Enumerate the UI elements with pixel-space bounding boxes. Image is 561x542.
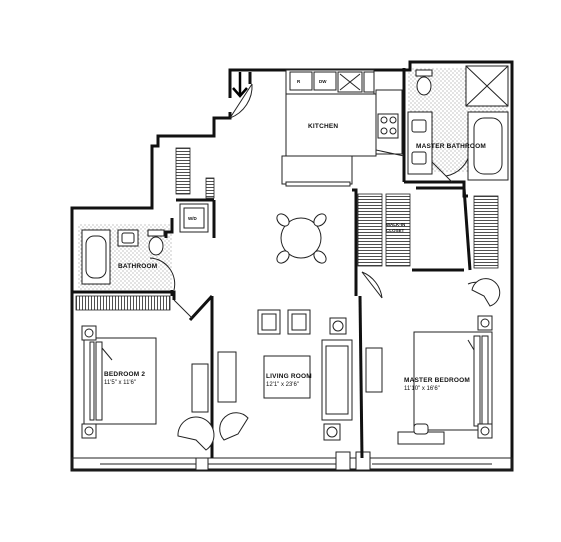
refrigerator-label: R	[297, 79, 301, 84]
dishwasher	[313, 71, 337, 91]
walkin-closet-label-2: CLOSET	[386, 228, 405, 233]
dining-table	[276, 213, 327, 264]
kitchen-island	[281, 155, 353, 185]
chair-right	[287, 309, 311, 335]
down-arrow-icon	[232, 72, 248, 98]
refrigerator	[289, 71, 313, 91]
coffee-table	[263, 355, 311, 399]
master-bedroom-furniture	[365, 278, 501, 445]
bathroom-label: BATHROOM	[118, 263, 157, 270]
master-bedroom-label: MASTER BEDROOM	[404, 377, 470, 384]
plant-top	[329, 317, 347, 335]
master-armchair	[471, 278, 501, 307]
master-dresser	[365, 347, 383, 393]
master-bedroom-dims: 11'10" x 16'6"	[404, 386, 440, 392]
bathtub	[81, 229, 111, 285]
side-table	[217, 351, 237, 403]
kitchen-cabinets	[281, 69, 405, 187]
walkin-closet-label: WALK-IN	[386, 222, 405, 227]
master-bathroom-label: MASTER BATHROOM	[416, 143, 486, 150]
cooktop	[377, 113, 399, 139]
kitchen-label: KITCHEN	[308, 123, 338, 130]
bedroom2-furniture	[81, 325, 215, 451]
closet-shelving	[75, 147, 499, 311]
armchair-living	[219, 412, 249, 441]
wd-label: W/D	[188, 216, 197, 221]
bathroom-fixtures	[81, 229, 165, 285]
bathroom-sink	[117, 229, 139, 247]
master-toilet	[416, 76, 432, 96]
dresser-2	[191, 363, 209, 413]
living-room-label: LIVING ROOM	[266, 373, 312, 380]
plant-bottom	[323, 423, 341, 441]
living-room-dims: 12'1" x 23'6"	[266, 382, 299, 388]
toilet	[148, 236, 164, 256]
washer-dryer	[179, 203, 209, 233]
dishwasher-label: DW	[319, 79, 327, 84]
sofa	[321, 339, 353, 421]
bedroom2-dims: 11'5" x 11'6"	[104, 380, 136, 386]
master-bathroom-fixtures	[407, 65, 509, 181]
chair-left	[257, 309, 281, 335]
living-room-furniture	[217, 309, 353, 441]
armchair-2	[177, 416, 215, 451]
master-toilet-tank	[415, 69, 433, 77]
bedroom2-label: BEDROOM 2	[104, 371, 145, 378]
master-bed	[413, 331, 493, 431]
